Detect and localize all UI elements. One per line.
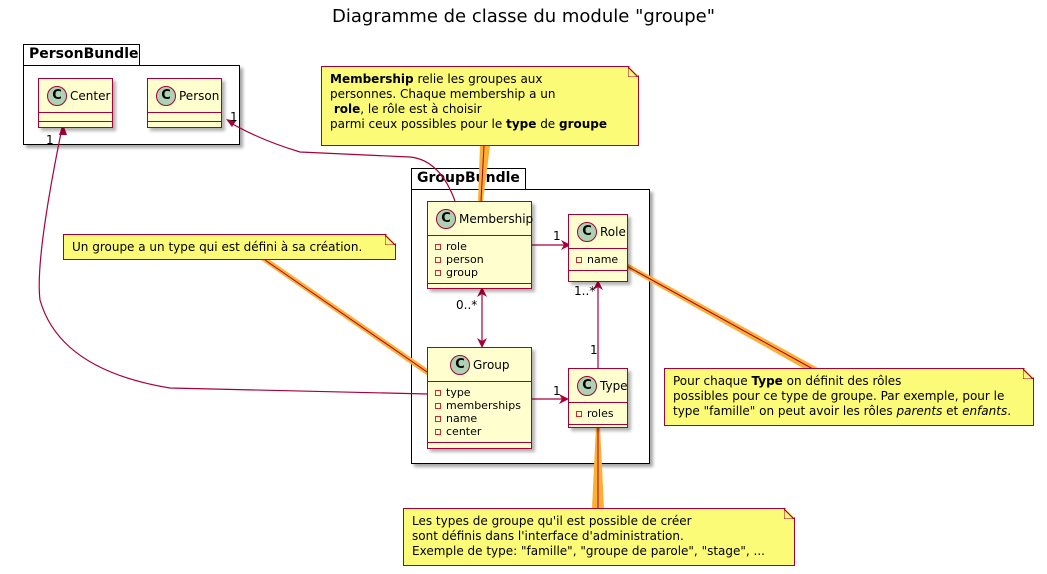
note-fold-icon: [1023, 369, 1033, 379]
note-line: role, le rôle est à choisir: [333, 102, 482, 116]
class-person-header: C Person: [148, 79, 221, 113]
note-line: type "famille" on peut avoir les rôles p…: [673, 404, 1012, 418]
class-name: Center: [70, 88, 111, 103]
private-visibility-icon: [435, 428, 441, 435]
class-icon: C: [436, 208, 456, 229]
note-bold-text: type: [506, 117, 537, 131]
note-bold-text: role: [333, 102, 361, 116]
note-group-type: Un groupe a un type qui est défini à sa …: [63, 234, 396, 260]
class-person[interactable]: C Person: [147, 78, 222, 128]
note-connectors: [261, 145, 818, 508]
note-bold-text: groupe: [559, 117, 608, 131]
attribute-row: name: [575, 253, 621, 266]
note-line: Exemple de type: "famille", "groupe de p…: [412, 544, 765, 558]
membership-person-link: [228, 121, 456, 202]
group-center-link: [38, 127, 429, 395]
attribute-row: role: [434, 240, 525, 253]
class-attributes: name: [569, 249, 627, 271]
class-attributes: type memberships name center: [428, 382, 531, 443]
class-attributes: [39, 113, 112, 122]
note-fold-icon: [385, 235, 395, 245]
attribute-row: group: [434, 266, 525, 279]
arrowheads: [59, 119, 603, 404]
class-icon: C: [47, 85, 67, 106]
private-visibility-icon: [435, 256, 441, 263]
multiplicity-membership-group: 0..*: [456, 298, 478, 312]
note-line: Les types de groupe qu'il est possible d…: [412, 514, 692, 528]
multiplicity-type-end: 1: [590, 343, 598, 357]
class-membership[interactable]: C Membership role person group: [427, 201, 534, 289]
diagram-title: Diagramme de classe du module "groupe": [332, 6, 715, 27]
note-bold-text: Membership: [330, 72, 414, 86]
private-visibility-icon: [435, 415, 441, 422]
class-membership-header: C Membership: [428, 202, 534, 236]
class-type[interactable]: C Type roles: [568, 368, 628, 428]
multiplicity-center-end: 1: [46, 133, 54, 147]
private-visibility-icon: [435, 402, 441, 409]
note-italic-text: parents: [896, 404, 943, 418]
note-line: parmi ceux possibles pour le type de gro…: [330, 117, 608, 131]
class-group-header: C Group: [428, 348, 531, 382]
class-name: Role: [600, 224, 626, 239]
private-visibility-icon: [576, 256, 582, 263]
multiplicity-membership-role: 1: [553, 229, 561, 243]
class-center[interactable]: C Center: [38, 78, 113, 128]
private-visibility-icon: [435, 269, 441, 276]
class-name: Type: [600, 378, 628, 393]
class-attributes: roles: [569, 403, 627, 425]
note-fold-icon: [628, 67, 638, 77]
class-name: Membership: [459, 211, 534, 226]
private-visibility-icon: [435, 243, 441, 250]
multiplicity-person-end: 1: [230, 110, 238, 124]
note-line: Pour chaque Type on définit des rôles: [673, 374, 902, 388]
class-group[interactable]: C Group type memberships name center: [427, 347, 532, 449]
multiplicity-role-type: 1..*: [574, 284, 596, 298]
attribute-row: roles: [575, 407, 621, 420]
class-attributes: role person group: [428, 236, 531, 284]
class-type-header: C Type: [569, 369, 628, 403]
class-attributes: [148, 113, 221, 122]
class-name: Group: [473, 357, 510, 372]
attribute-row: memberships: [434, 399, 525, 412]
note-line: sont définis dans l'interface d'administ…: [412, 529, 684, 543]
attribute-row: person: [434, 253, 525, 266]
note-italic-text: enfants: [962, 404, 1008, 418]
note-type: Les types de groupe qu'il est possible d…: [403, 508, 795, 566]
note-line: personnes. Chaque membership a un: [330, 87, 556, 101]
note-fold-icon: [784, 509, 794, 519]
class-icon: C: [577, 375, 597, 396]
class-name: Person: [179, 88, 220, 103]
package-person-bundle-tab: PersonBundle: [23, 44, 140, 66]
private-visibility-icon: [576, 410, 582, 417]
note-line: possibles pour ce type de groupe. Par ex…: [673, 389, 1005, 403]
class-center-header: C Center: [39, 79, 112, 113]
note-line: Un groupe a un type qui est défini à sa …: [72, 240, 363, 254]
class-icon: C: [577, 221, 597, 242]
class-icon: C: [450, 354, 470, 375]
note-bold-text: Type: [751, 374, 783, 388]
private-visibility-icon: [435, 389, 441, 396]
multiplicity-group-type: 1: [553, 384, 561, 398]
class-icon: C: [156, 85, 176, 106]
attribute-row: center: [434, 425, 525, 438]
class-role[interactable]: C Role name: [568, 214, 628, 282]
class-role-header: C Role: [569, 215, 627, 249]
attribute-row: name: [434, 412, 525, 425]
note-line: Membership relie les groupes aux: [330, 72, 543, 86]
attribute-row: type: [434, 386, 525, 399]
